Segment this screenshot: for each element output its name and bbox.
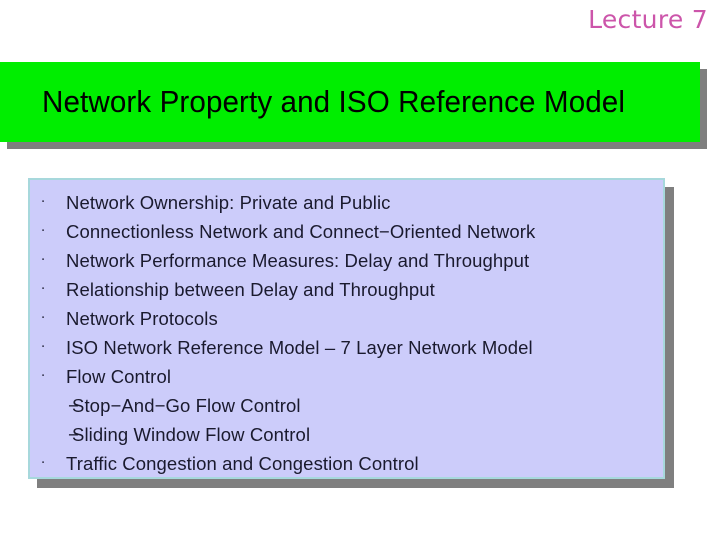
outline-item-label: ISO Network Reference Model – 7 Layer Ne… xyxy=(66,337,533,358)
outline-item-label: Traffic Congestion and Congestion Contro… xyxy=(66,453,419,474)
bullet-dot-icon: · xyxy=(41,340,46,355)
outline-item: · Flow Control xyxy=(30,362,663,391)
outline-item: · Network Performance Measures: Delay and… xyxy=(30,246,663,275)
outline-item-label: Relationship between Delay and Throughpu… xyxy=(66,279,435,300)
bullet-dot-icon: · xyxy=(41,224,46,239)
bullet-dot-icon: · xyxy=(41,369,46,384)
bullet-dot-icon: · xyxy=(41,456,46,471)
outline-item-label: Flow Control xyxy=(66,366,172,387)
bullet-dash-icon: − xyxy=(68,424,79,445)
title-banner: Network Property and ISO Reference Model xyxy=(0,62,700,142)
bullet-dot-icon: · xyxy=(41,311,46,326)
outline-item-label: Network Ownership: Private and Public xyxy=(66,192,391,213)
outline-item-label: Network Performance Measures: Delay and … xyxy=(66,250,530,271)
outline-item: · Network Protocols xyxy=(30,304,663,333)
outline-item: −Stop−And−Go Flow Control xyxy=(30,391,663,420)
bullet-dot-icon: · xyxy=(41,195,46,210)
lecture-number-label: Lecture 7 xyxy=(588,5,708,34)
outline-item-label: Network Protocols xyxy=(66,308,218,329)
outline-item: −Sliding Window Flow Control xyxy=(30,420,663,449)
title-banner-container: Network Property and ISO Reference Model xyxy=(0,62,713,150)
bullet-dot-icon: · xyxy=(41,253,46,268)
outline-item: · ISO Network Reference Model – 7 Layer N… xyxy=(30,333,663,362)
content-box: · Network Ownership: Private and Public · C… xyxy=(28,178,665,479)
bullet-dash-icon: − xyxy=(68,395,79,416)
slide-title: Network Property and ISO Reference Model xyxy=(42,84,626,119)
outline-item: · Relationship between Delay and Throughp… xyxy=(30,275,663,304)
outline-item: · Connectionless Network and Connect−Orie… xyxy=(30,217,663,246)
content-box-container: · Network Ownership: Private and Public · C… xyxy=(28,178,674,488)
outline-item-label: Sliding Window Flow Control xyxy=(72,424,311,445)
outline-item: · Traffic Congestion and Congestion Contr… xyxy=(30,449,663,477)
outline-item-label: Connectionless Network and Connect−Orien… xyxy=(66,221,536,242)
bullet-dot-icon: · xyxy=(41,282,46,297)
outline-item-label: Stop−And−Go Flow Control xyxy=(72,395,301,416)
outline-list: · Network Ownership: Private and Public · C… xyxy=(30,188,663,477)
outline-item: · Network Ownership: Private and Public xyxy=(30,188,663,217)
